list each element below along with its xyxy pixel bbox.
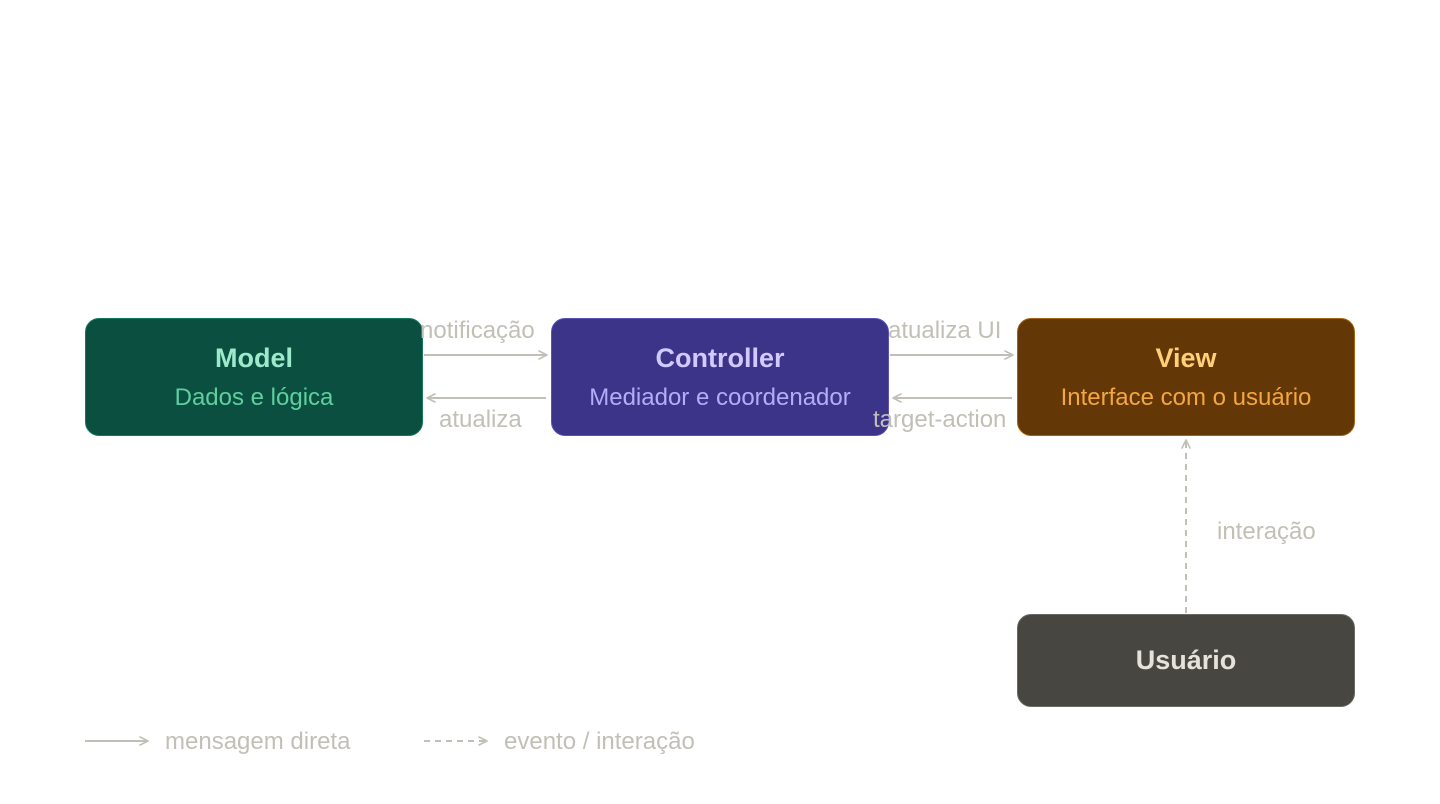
edge-label-notificacao: notificação: [420, 317, 535, 344]
view-node: View Interface com o usuário: [1017, 318, 1355, 436]
model-node: Model Dados e lógica: [85, 318, 423, 436]
view-subtitle: Interface com o usuário: [1060, 383, 1312, 411]
edge-label-interacao: interação: [1217, 518, 1316, 545]
model-title: Model: [215, 342, 293, 373]
edge-label-atualiza: atualiza: [439, 406, 522, 433]
legend-direct-label: mensagem direta: [165, 728, 351, 755]
view-title: View: [1155, 342, 1217, 373]
user-title: Usuário: [1135, 645, 1237, 675]
controller-title: Controller: [655, 342, 785, 373]
edge-label-target-action: target-action: [873, 406, 1007, 433]
user-node: Usuário: [1017, 614, 1355, 707]
edge-label-atualiza-ui: atualiza UI: [888, 317, 1002, 344]
model-subtitle: Dados e lógica: [174, 383, 334, 411]
controller-subtitle: Mediador e coordenador: [589, 383, 851, 411]
controller-node: Controller Mediador e coordenador: [551, 318, 889, 436]
legend-event-label: evento / interação: [504, 728, 695, 755]
